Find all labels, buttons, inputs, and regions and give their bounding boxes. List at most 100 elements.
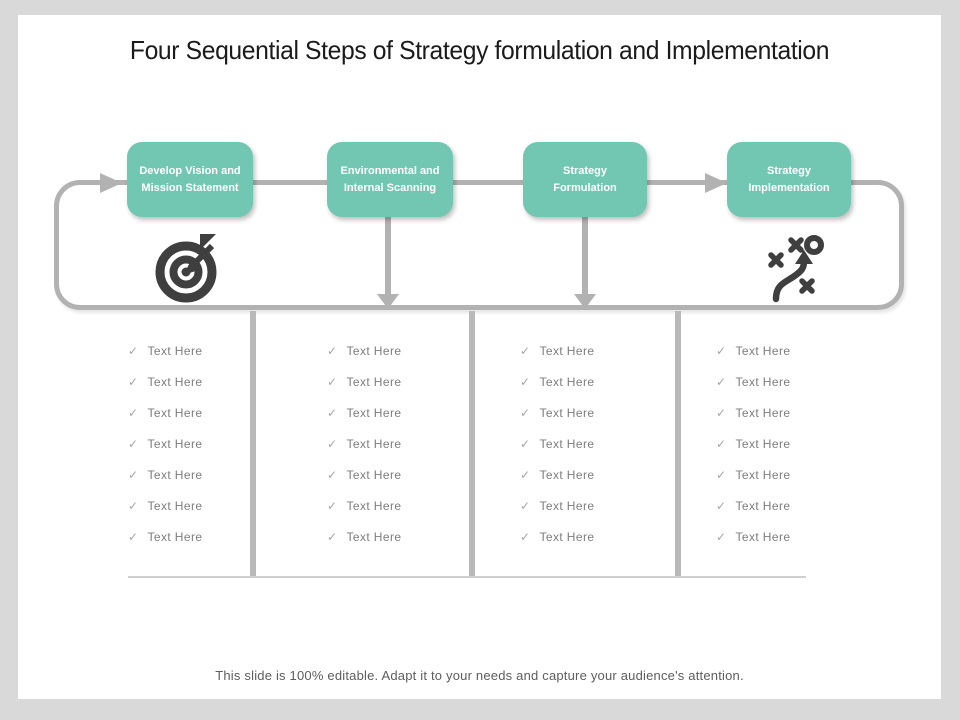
check-icon: ✓ [716,436,727,451]
column-divider [675,311,681,577]
item-label: Text Here [735,374,791,389]
checklist-item: ✓Text Here [520,335,594,366]
check-icon: ✓ [128,436,139,451]
item-label: Text Here [147,467,203,482]
check-icon: ✓ [520,405,531,420]
checklist-item: ✓Text Here [716,521,790,552]
check-icon: ✓ [716,467,727,482]
cycle-loop-border [54,180,904,310]
step-box-environmental-scanning: Environmental and Internal Scanning [327,142,453,217]
item-label: Text Here [346,529,402,544]
bottom-rule [128,576,806,578]
checklist-column-1: ✓ Text Here ✓ Text Here ✓ Text Here ✓ Text Here… [128,335,202,552]
check-icon: ✓ [128,343,139,358]
checklist-item: ✓ Text Here [327,521,401,552]
check-icon: ✓ [716,374,727,389]
checklist-item: ✓ Text Here [128,459,202,490]
strategy-tactics-icon [760,233,832,310]
arrow-step3-down-line [582,217,588,295]
check-icon: ✓ [327,374,338,389]
item-label: Text Here [735,529,791,544]
item-label: Text Here [346,498,402,513]
check-icon: ✓ [128,529,139,544]
checklist-item: ✓ Text Here [128,490,202,521]
item-label: Text Here [735,405,791,420]
item-label: Text Here [346,343,402,358]
checklist-item: ✓ Text Here [327,397,401,428]
item-label: Text Here [147,436,203,451]
check-icon: ✓ [128,374,139,389]
checklist-column-3: ✓ Text Here ✓ Text Here ✓ Text Here ✓ Text Here… [520,335,594,552]
check-icon: ✓ [716,343,727,358]
slide: Four Sequential Steps of Strategy formul… [18,15,941,699]
item-label: Text Here [346,374,402,389]
checklist-item: ✓Text Here [716,459,790,490]
checklist-item: ✓ Text Here [128,521,202,552]
checklist-item: ✓ Text Here [716,397,790,428]
check-icon: ✓ [716,498,727,513]
check-icon: ✓ [716,405,727,420]
checklist-item: ✓ Text Here [716,335,790,366]
check-icon: ✓ [520,498,531,513]
item-label: Text Here [147,529,203,544]
item-label: Text Here [147,343,203,358]
check-icon: ✓ [520,529,531,544]
checklist-item: ✓ Text Here [327,490,401,521]
item-label: Text Here [735,498,791,513]
checklist-item: ✓ Text Here [327,428,401,459]
item-label: Text Here [735,343,791,358]
step-box-strategy-formulation: Strategy Formulation [523,142,647,217]
check-icon: ✓ [520,467,531,482]
check-icon: ✓ [128,405,139,420]
item-label: Text Here [346,405,402,420]
check-icon: ✓ [327,405,338,420]
check-icon: ✓ [520,343,531,358]
checklist-item: ✓ Text Here [128,428,202,459]
item-label: Text Here [346,467,402,482]
column-divider [250,311,256,577]
item-label: Text Here [147,498,203,513]
check-icon: ✓ [327,529,338,544]
item-label: Text Here [147,374,203,389]
checklist-item: ✓ Text Here [520,490,594,521]
checklist-column-4: ✓ Text Here ✓ Text Here ✓ Text Here ✓ Text Here… [716,335,790,552]
checklist-item: ✓ Text Here [520,366,594,397]
checklist-column-2: ✓ Text Here ✓ Text Here ✓ Text Here ✓ Text Here… [327,335,401,552]
checklist-item: ✓ Text Here [128,335,202,366]
item-label: Text Here [539,405,595,420]
arrow-step2-down-line [385,217,391,295]
item-label: Text Here [539,529,595,544]
checklist-item: ✓ Text Here [327,459,401,490]
checklist-item: ✓ Text Here [128,366,202,397]
check-icon: ✓ [520,374,531,389]
check-icon: ✓ [520,436,531,451]
loop-entry-arrowhead-icon [100,173,122,193]
checklist-item: ✓ Text Here [327,366,401,397]
checklist-item: ✓ Text Here [128,397,202,428]
checklist-item: ✓ Text Here [327,335,401,366]
arrow-step3-down-head-icon [574,294,596,309]
check-icon: ✓ [128,467,139,482]
item-label: Text Here [539,498,595,513]
footer-note: This slide is 100% editable. Adapt it to… [215,668,744,683]
item-label: Text Here [539,467,595,482]
column-divider [469,311,475,577]
check-icon: ✓ [327,467,338,482]
check-icon: ✓ [327,343,338,358]
item-label: Text Here [147,405,203,420]
item-label: Text Here [735,436,791,451]
checklist-item: ✓ Text Here [520,459,594,490]
slide-title: Four Sequential Steps of Strategy formul… [129,35,830,65]
target-goal-icon [153,231,223,308]
step-box-strategy-implementation: Strategy Implementation [727,142,851,217]
checklist-item: ✓ Text Here [716,490,790,521]
checklist-item: ✓Text Here [520,428,594,459]
item-label: Text Here [539,374,595,389]
check-icon: ✓ [128,498,139,513]
step-box-develop-vision: Develop Vision and Mission Statement [127,142,253,217]
check-icon: ✓ [327,436,338,451]
item-label: Text Here [346,436,402,451]
arrow-step2-down-head-icon [377,294,399,309]
check-icon: ✓ [327,498,338,513]
